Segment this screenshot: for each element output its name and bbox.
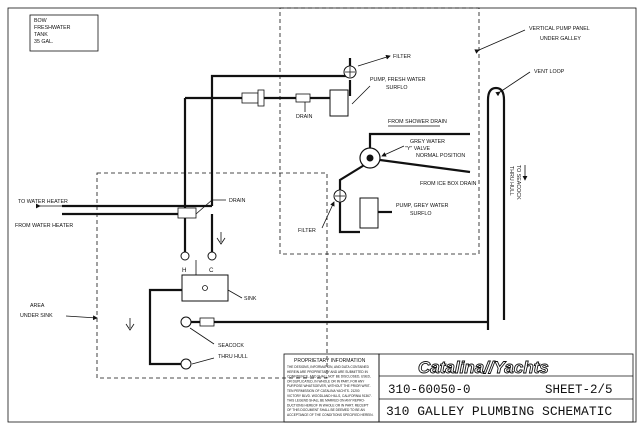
- seacock-label: SEACOCK: [218, 343, 244, 349]
- pipe-tank-to-filter: [210, 58, 352, 98]
- proprietary-notice-line: OF THIS DOCUMENT SHALL BE DEEMED TO BE A…: [287, 408, 365, 412]
- vent-loop-label: VENT LOOP: [534, 69, 565, 75]
- pump-grey-label-2: SURFLO: [410, 211, 432, 217]
- proprietary-notice-line: PURPOSE WHATSOEVER, WITHOUT THE PRIOR WR…: [287, 384, 371, 388]
- pipe-grey-loop: [338, 202, 360, 234]
- proprietary-notice-line: ACCEPTANCE OF THE CONDITIONS SPECIFIED H…: [287, 413, 374, 417]
- sink-label: SINK: [244, 296, 257, 302]
- thru-hull-label: THRU HULL: [218, 354, 248, 360]
- title-block: PROPRIETARY INFORMATION THE DESIGNS, INF…: [283, 353, 634, 423]
- inline-check-valve: [199, 317, 215, 327]
- vertical-pump-panel-box: [279, 7, 480, 255]
- proprietary-notice: THE DESIGNS, INFORMATION, AND DATA CONTA…: [287, 365, 374, 417]
- down-arrow-right: [216, 232, 226, 245]
- proprietary-notice-line: HEREIN ARE PROPRIETARY AND ARE SUBMITTED…: [287, 370, 368, 374]
- hot-label: H: [182, 267, 186, 274]
- filter-bottom-label: FILTER: [298, 228, 316, 234]
- cold-valve-icon: [207, 251, 217, 261]
- tank-label-1: BOW: [34, 18, 47, 24]
- drawing-title: 310 GALLEY PLUMBING SCHEMATIC: [386, 404, 612, 419]
- thru-hull-icon: [180, 358, 192, 370]
- from-shower-label: FROM SHOWER DRAIN: [388, 119, 447, 125]
- down-arrow-left: [125, 318, 135, 331]
- proprietary-notice-line: CONFIDENCE, AND SHALL NOT BE DISCLOSED, …: [287, 375, 371, 379]
- vent-loop-pipe: [486, 86, 506, 330]
- fresh-water-pump: [329, 89, 349, 117]
- pump-fresh-label-1: PUMP, FRESH WATER: [370, 77, 426, 83]
- hot-valve-icon: [180, 251, 190, 261]
- grey-valve-label-1: GREY WATER: [410, 139, 445, 145]
- tank-label-4: 35 GAL.: [34, 39, 53, 45]
- cold-label: C: [209, 267, 214, 274]
- proprietary-notice-line: DUCTIONS HEREOF IN WHOLE OR IN PART. REC…: [287, 403, 369, 407]
- proprietary-notice-line: VICTORY BLVD. WOODLAND HILLS, CALIFORNIA…: [287, 394, 372, 398]
- grey-valve-label-2: "Y" VALVE: [405, 146, 431, 152]
- inline-fitting: [295, 93, 311, 103]
- pipe-from-icebox: [379, 158, 471, 174]
- proprietary-notice-line: THE DESIGNS, INFORMATION, AND DATA CONTA…: [287, 365, 370, 369]
- tee-fitting-top-right: [257, 89, 265, 107]
- pump-grey-label-1: PUMP, GREY WATER: [396, 203, 449, 209]
- from-icebox-label: FROM ICE BOX DRAIN: [420, 181, 477, 187]
- vertical-panel-label-1: VERTICAL PUMP PANEL: [529, 26, 590, 32]
- area-label-1: AREA: [30, 303, 45, 309]
- seacock-icon: [180, 316, 192, 328]
- bow-freshwater-tank: [29, 14, 99, 52]
- proprietary-notice-line: THIS LEGEND SHALL BE MARKED ON ANY REPRO…: [287, 399, 365, 403]
- sheet-number: SHEET-2/5: [545, 383, 613, 397]
- tank-label-3: TANK: [34, 32, 48, 38]
- to-heater-label: TO WATER HEATER: [18, 199, 68, 205]
- from-heater-label: FROM WATER HEATER: [15, 223, 73, 229]
- tee-fitting-heater: [177, 207, 197, 219]
- drawing-number: 310-60050-0: [388, 383, 471, 397]
- sink-drain-icon: [202, 285, 208, 291]
- tank-label-2: FRESHWATER: [34, 25, 71, 31]
- filter-top-label: FILTER: [393, 54, 411, 60]
- drain-left-label: DRAIN: [229, 198, 246, 204]
- tee-fitting-top-left: [241, 92, 259, 104]
- area-label-2: UNDER SINK: [20, 313, 53, 319]
- to-seacock-label-1: TO SEACOCK: [515, 165, 521, 200]
- to-seacock-label-2: THRU HULL: [508, 166, 514, 196]
- catalina-yachts-logo: Catalina//Yachts: [418, 358, 549, 377]
- pipe-valve-to-filter: [338, 163, 367, 190]
- grey-valve-label-3: NORMAL POSITION: [416, 153, 465, 159]
- proprietary-notice-line: TEN PERMISSION OF CATALINA YACHTS. 21200: [287, 389, 360, 393]
- drain-top-label: DRAIN: [296, 114, 313, 120]
- pipe-sink-to-thru-hull: [148, 288, 186, 366]
- proprietary-heading: PROPRIETARY INFORMATION: [294, 358, 366, 364]
- pump-fresh-label-2: SURFLO: [386, 85, 408, 91]
- grey-water-pump: [359, 197, 379, 229]
- proprietary-notice-line: OR DUPLICATED, IN WHOLE OR IN PART, FOR …: [287, 379, 365, 383]
- vertical-panel-label-2: UNDER GALLEY: [540, 36, 581, 42]
